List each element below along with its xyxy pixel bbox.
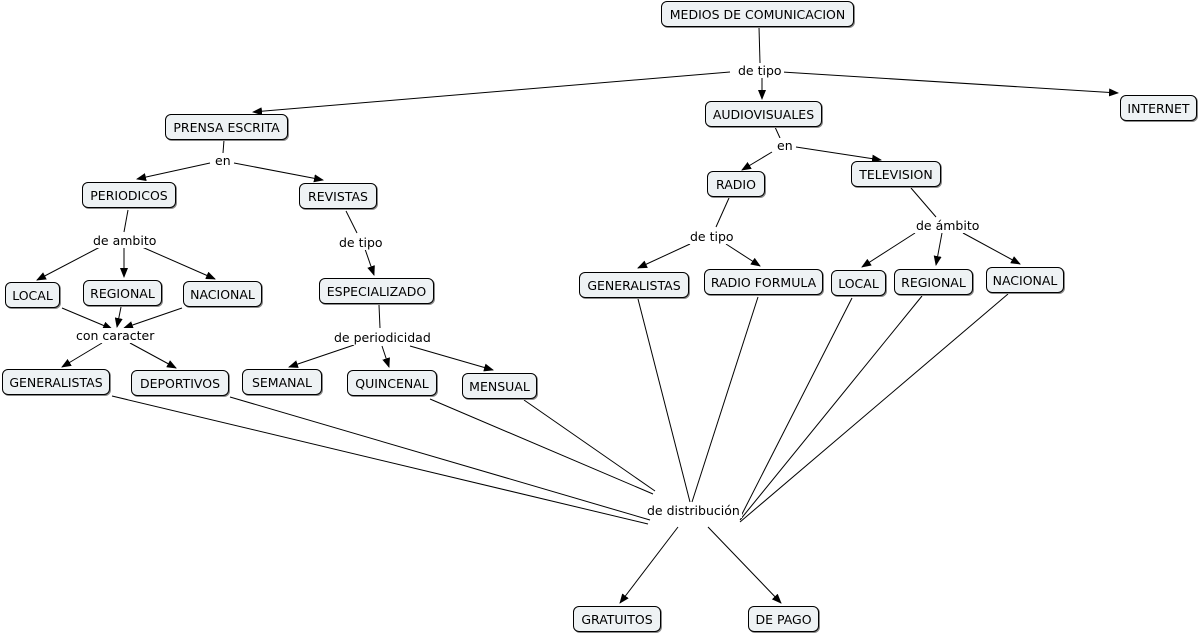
node-regional-prensa[interactable]: REGIONAL: [83, 280, 162, 306]
link-label-de-ambito-tv: de ámbito: [914, 218, 982, 233]
connector-arrow: [61, 307, 113, 330]
connector-arrow: [619, 526, 679, 604]
connector-arrow: [233, 162, 324, 183]
connector-line: [637, 298, 691, 503]
link-label-de-distribucion: de distribución: [645, 503, 742, 518]
connector-line: [378, 304, 381, 329]
connector-arrow: [381, 345, 390, 368]
connector-arrow: [364, 248, 375, 276]
link-label-en-audiovisuales: en: [775, 138, 795, 153]
connector-arrow: [288, 344, 355, 368]
connector-arrow: [781, 71, 1119, 97]
node-periodicos[interactable]: PERIODICOS: [82, 182, 176, 208]
node-medios-de-comunicacion[interactable]: MEDIOS DE COMUNICACION: [661, 1, 854, 27]
connector-line: [229, 396, 651, 521]
node-deportivos[interactable]: DEPORTIVOS: [131, 370, 229, 396]
link-label-de-tipo-radio: de tipo: [688, 229, 736, 244]
connector-arrow: [795, 146, 882, 163]
node-regional-tv[interactable]: REGIONAL: [894, 269, 973, 295]
connector-arrow: [141, 246, 216, 280]
connector-arrow: [123, 307, 183, 329]
connector-arrow: [933, 232, 943, 266]
link-label-de-tipo-revistas: de tipo: [337, 235, 385, 250]
node-revistas[interactable]: REVISTAS: [299, 183, 377, 209]
link-label-con-caracter: con caracter: [74, 328, 157, 343]
link-label-en-prensa: en: [213, 153, 233, 168]
connector-arrow: [962, 232, 1021, 265]
node-radio[interactable]: RADIO: [707, 171, 765, 197]
connector-line: [739, 293, 1009, 523]
connector-line: [429, 398, 654, 495]
node-especializado[interactable]: ESPECIALIZADO: [319, 278, 434, 304]
connector-arrow: [861, 232, 916, 268]
node-nacional-tv[interactable]: NACIONAL: [986, 267, 1064, 293]
connector-line: [715, 197, 730, 228]
connector-arrow: [136, 162, 211, 181]
node-gratuitos[interactable]: GRATUITOS: [573, 606, 661, 632]
node-audiovisuales[interactable]: AUDIOVISUALES: [705, 101, 822, 127]
connector-line: [774, 126, 781, 139]
link-label-de-ambito-periodicos: de ambito: [91, 233, 159, 248]
connector-line: [523, 399, 656, 492]
node-internet[interactable]: INTERNET: [1120, 95, 1197, 121]
node-quincenal[interactable]: QUINCENAL: [347, 370, 437, 396]
connector-arrow: [725, 243, 761, 267]
connector-line: [345, 210, 358, 234]
node-local-tv[interactable]: LOCAL: [831, 270, 886, 296]
node-nacional-prensa[interactable]: NACIONAL: [183, 281, 262, 307]
node-semanal[interactable]: SEMANAL: [242, 369, 322, 395]
connector-line: [910, 187, 937, 218]
connector-arrow: [409, 345, 494, 372]
connector-arrow: [129, 342, 177, 369]
connector-line: [222, 139, 225, 154]
link-label-de-periodicidad: de periodicidad: [332, 330, 433, 345]
node-prensa-escrita[interactable]: PRENSA ESCRITA: [165, 114, 288, 140]
node-radio-formula[interactable]: RADIO FORMULA: [704, 269, 823, 295]
connector-arrow: [36, 246, 101, 281]
node-generalistas-radio[interactable]: GENERALISTAS: [579, 272, 689, 298]
connector-arrow: [637, 243, 691, 269]
link-label-de-tipo-top: de tipo: [736, 63, 784, 78]
connector-arrow: [707, 526, 782, 604]
connector-line: [739, 295, 923, 521]
node-generalistas-prensa[interactable]: GENERALISTAS: [2, 369, 110, 395]
node-local-prensa[interactable]: LOCAL: [5, 282, 60, 308]
connector-line: [739, 297, 853, 519]
connector-line: [111, 395, 649, 525]
node-de-pago[interactable]: DE PAGO: [748, 606, 819, 632]
connector-arrow: [741, 151, 773, 171]
connector-line: [691, 296, 759, 503]
connector-arrow: [252, 71, 731, 116]
connector-line: [123, 209, 129, 233]
connector-arrow: [114, 306, 123, 328]
connector-line: [758, 26, 761, 64]
connector-arrow: [61, 342, 103, 368]
node-mensual[interactable]: MENSUAL: [462, 373, 537, 399]
node-television[interactable]: TELEVISION: [851, 161, 941, 187]
